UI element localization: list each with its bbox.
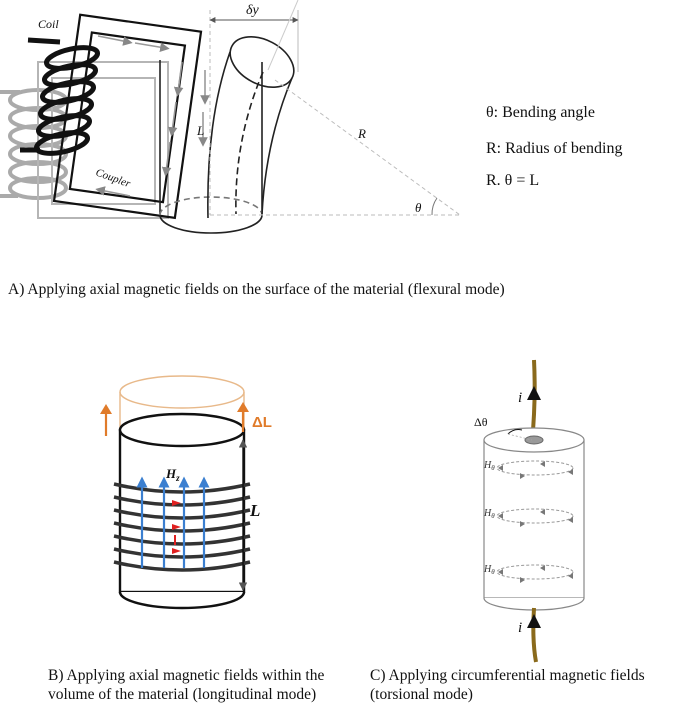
current-arrow-top [527,386,541,400]
hz-label: Hz [165,466,180,483]
rod-cylinder [118,412,246,610]
back-coupler [37,61,169,219]
circumferential-field-loops [496,460,574,580]
caption-c-line2: (torsional mode) [370,686,473,703]
delta-theta-guide [507,433,533,441]
length-label: L [196,123,204,138]
h-theta-label-1: Hθ [483,460,495,472]
h-theta-label-2: Hθ [483,508,495,520]
coil-label: Coil [38,17,59,31]
legend-radius: R: Radius of bending [486,140,623,157]
loop-arrowheads [498,461,573,583]
coupler-label: Coupler [94,167,133,191]
delta-theta-label: Δθ [474,415,488,429]
length-label-b: L [249,501,260,520]
windings [113,482,251,572]
front-coil [20,37,101,156]
rod-bent [207,36,295,219]
h-theta-label-3: Hθ [483,564,495,576]
wire-bottom [531,607,538,663]
delta-l-label: ΔL [252,414,272,431]
caption-b-line1: B) Applying axial magnetic fields within… [48,667,325,684]
radius-label: R [357,126,366,141]
theta-arc [431,197,438,216]
current-arrow-bottom [527,614,541,628]
theta-label: θ [415,200,422,215]
delta-y-label: δy [246,3,260,18]
coupler-frame [52,13,203,220]
current-label-top: i [518,390,522,406]
current-label-bottom: i [518,620,522,636]
panel-b-diagram: Hz ΔL L [100,375,272,610]
flux-arrows [95,35,210,197]
tangent-line [267,0,299,71]
caption-b-line2: volume of the material (longitudinal mod… [48,686,317,703]
legend-relation: R. θ = L [486,172,540,189]
caption-a: A) Applying axial magnetic fields on the… [8,281,505,298]
legend-bending-angle: θ: Bending angle [486,104,595,121]
extension-arrows [100,402,249,436]
delta-theta-arc [507,429,523,435]
axial-field-lines [136,476,210,568]
current-markers [172,500,181,554]
caption-c-line1: C) Applying circumferential magnetic fie… [370,667,645,684]
rod-straight [159,60,263,234]
panel-a-diagram: Coil Coupler δy θ R L [0,0,461,234]
panel-c-diagram: i Δθ Hθ Hθ Hθ i [474,359,585,663]
radius-line [274,79,461,216]
